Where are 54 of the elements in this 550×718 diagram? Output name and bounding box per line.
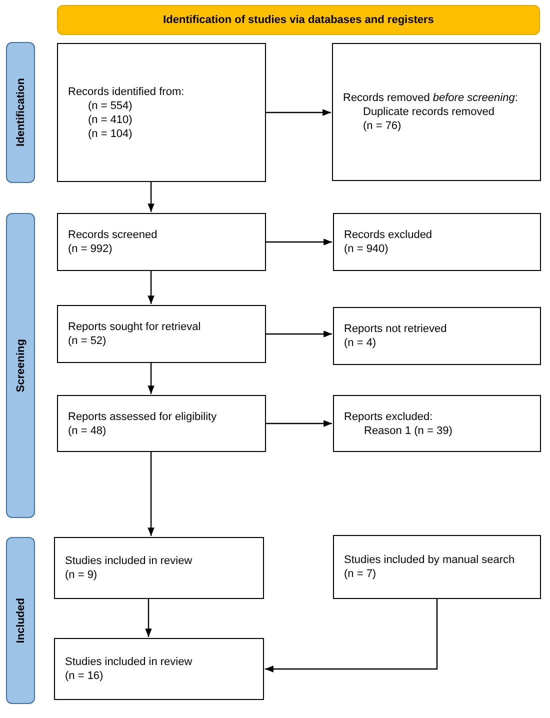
process-box	[57, 213, 266, 271]
box-text: Studies included in review	[65, 554, 194, 568]
process-box	[57, 43, 266, 182]
box-text: (n = 9)	[65, 568, 98, 582]
box-text: (n = 7)	[344, 567, 378, 581]
header-banner	[57, 5, 540, 35]
phase-label: Identification	[14, 78, 28, 147]
process-box	[333, 395, 541, 452]
phase-band	[6, 213, 35, 518]
box-text: Records removed before screening:	[343, 91, 519, 105]
box-text: Studies included in review	[65, 655, 194, 669]
process-box	[333, 535, 541, 599]
box-text: (n = 16)	[65, 669, 104, 683]
box-text: Records identified from:	[68, 84, 186, 98]
arrow	[266, 238, 332, 246]
box-text: Records excluded	[344, 228, 434, 242]
process-box	[54, 638, 264, 700]
phase-label: Screening	[14, 338, 28, 392]
process-box	[333, 307, 541, 365]
header-text: Identification of studies via databases and registers	[163, 13, 434, 27]
box-text: (n = 48)	[68, 424, 108, 438]
arrow	[148, 271, 154, 304]
box-text: Records screened	[68, 228, 158, 242]
box-text: Duplicate records removed	[362, 105, 496, 119]
box-text: Reports sought for retrieval	[68, 320, 202, 334]
process-box	[332, 43, 541, 181]
process-box	[54, 537, 264, 599]
process-box	[333, 213, 541, 271]
process-box	[57, 305, 266, 363]
arrow	[266, 109, 331, 116]
arrow	[266, 420, 332, 427]
box-text: (n = 992)	[68, 242, 114, 256]
arrow	[145, 599, 152, 637]
box-text: (n = 554)	[87, 98, 134, 112]
box-text: (n = 52)	[68, 334, 108, 348]
arrow	[148, 182, 154, 212]
box-text: (n = 104)	[87, 126, 134, 140]
arrow	[265, 599, 438, 672]
box-text: Reason 1 (n = 39)	[363, 424, 454, 438]
box-text: Reports not retrieved	[344, 322, 448, 336]
box-text: Studies included by manual search	[344, 553, 516, 567]
box-text: (n = 410)	[87, 112, 134, 126]
box-text: (n = 76)	[362, 119, 402, 133]
phase-band	[6, 537, 35, 704]
arrow	[148, 452, 154, 536]
phase-label: Included	[14, 598, 28, 644]
box-text: (n = 4)	[344, 336, 378, 350]
arrow	[266, 330, 332, 338]
box-text: (n = 940)	[344, 242, 390, 256]
process-box	[57, 395, 266, 452]
box-text: Reports excluded:	[344, 410, 434, 424]
phase-band	[6, 42, 35, 183]
box-text: Reports assessed for eligibility	[68, 410, 218, 424]
arrow	[148, 363, 154, 394]
